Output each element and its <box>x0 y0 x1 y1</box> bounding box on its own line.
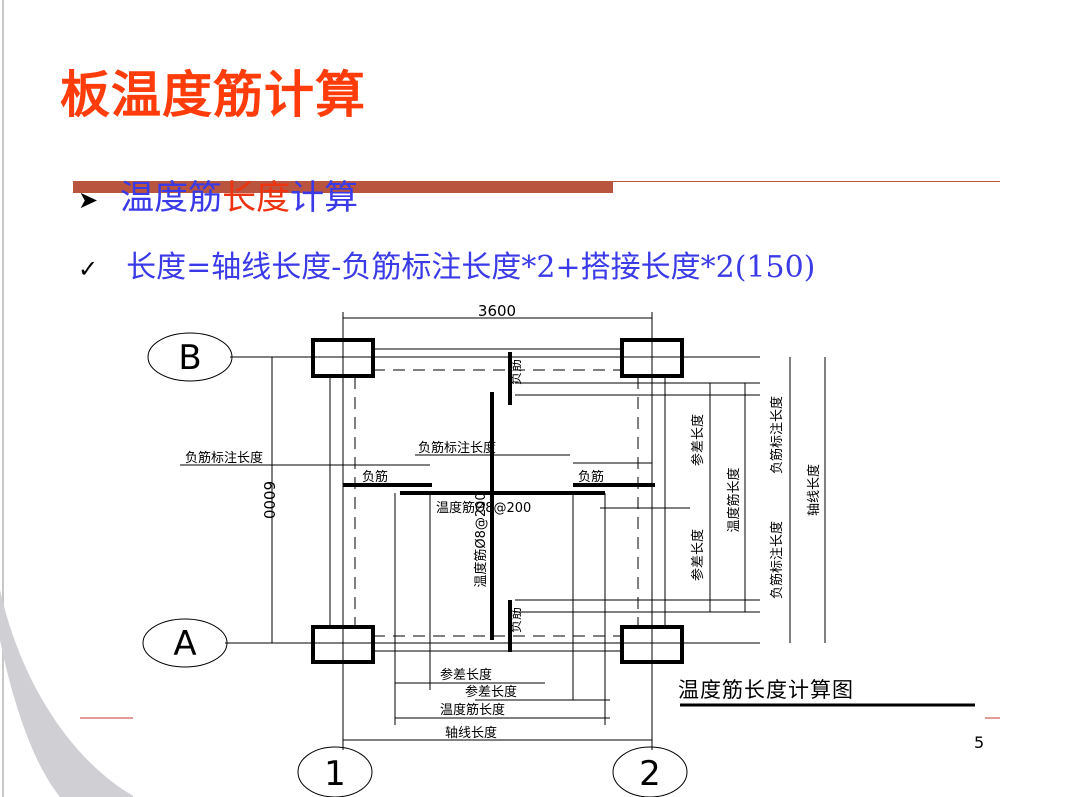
bottom-overlap-2: 参差长度 <box>465 684 517 700</box>
neg-bar-left: 负筋 <box>362 469 388 485</box>
subtitle: ➤ 温度筋长度计算 <box>78 170 358 219</box>
subtitle-part1: 温度筋 <box>120 178 223 218</box>
bottom-axis-length: 轴线长度 <box>445 725 497 741</box>
neg-bar-bottom: 负筋 <box>508 607 524 633</box>
right-temp-length: 温度筋长度 <box>726 467 742 532</box>
right-overlap-top: 参差长度 <box>690 414 706 466</box>
subtitle-part2: 长度 <box>222 178 291 218</box>
bottom-temp-length: 温度筋长度 <box>440 702 505 718</box>
temp-bar-v-label: 温度筋Ø8@200 <box>473 492 489 587</box>
page-number: 5 <box>974 733 985 752</box>
neg-label-left: 负筋标注长度 <box>185 450 263 466</box>
arrow-bullet-icon: ➤ <box>78 186 99 214</box>
axis-label-2: 2 <box>639 754 661 794</box>
axis-label-a: A <box>173 624 196 664</box>
subtitle-part3: 计算 <box>290 178 359 218</box>
accent-line <box>613 181 1000 182</box>
formula-text: 长度=轴线长度-负筋标注长度*2+搭接长度*2(150) <box>126 250 816 285</box>
slide-title: 板温度筋计算 <box>60 66 366 124</box>
neg-bar-right: 负筋 <box>578 469 604 485</box>
diagram-caption: 温度筋长度计算图 <box>678 678 854 702</box>
neg-label-mid: 负筋标注长度 <box>418 440 496 456</box>
bottom-overlap-1: 参差长度 <box>440 667 492 683</box>
neg-bar-top: 负筋 <box>508 359 524 385</box>
checkmark-bullet-icon: ✓ <box>78 255 99 283</box>
slide-edge <box>2 0 4 797</box>
dim-3600: 3600 <box>478 302 516 320</box>
dim-6000: 6000 <box>260 481 278 519</box>
right-neg-top: 负筋标注长度 <box>769 396 785 474</box>
axis-label-b: B <box>178 338 201 378</box>
right-neg-bottom: 负筋标注长度 <box>769 521 785 599</box>
accent-bar <box>73 181 613 193</box>
axis-label-1: 1 <box>324 754 346 794</box>
temp-bar-h-label: 温度筋Ø8@200 <box>436 500 531 516</box>
right-overlap-bottom: 参差长度 <box>690 529 706 581</box>
formula-bullet: ✓ 长度=轴线长度-负筋标注长度*2+搭接长度*2(150) <box>78 242 815 286</box>
right-axis-length: 轴线长度 <box>806 464 822 516</box>
